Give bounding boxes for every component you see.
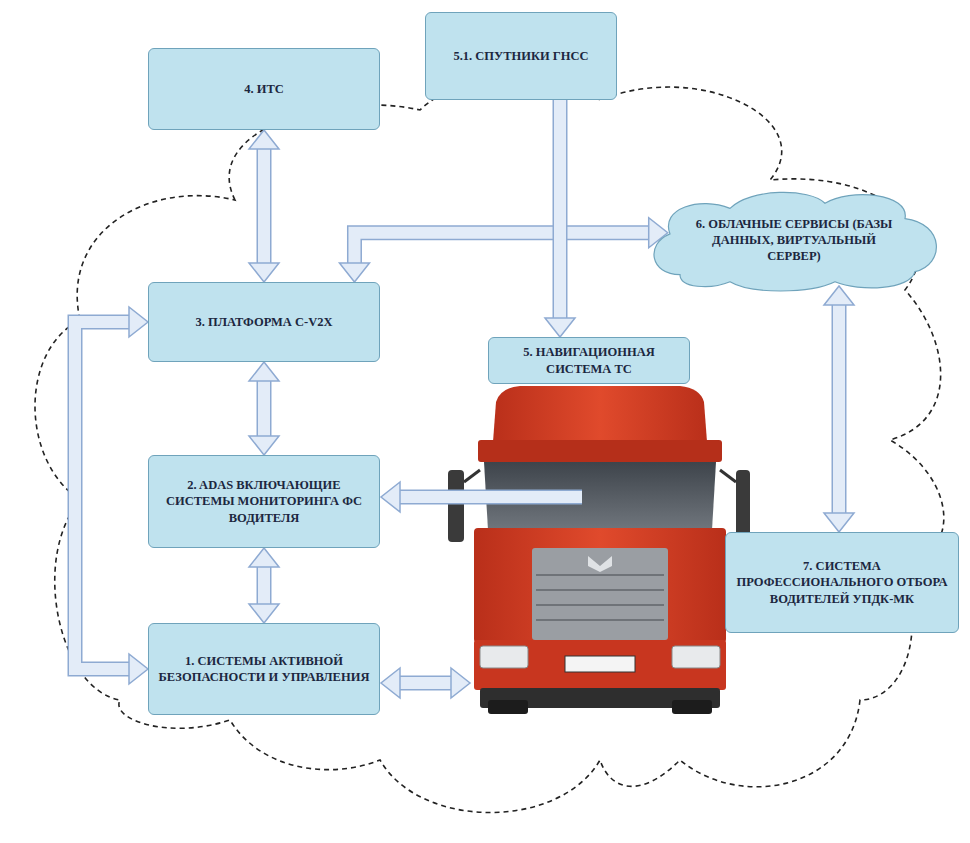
arrow-head <box>545 318 575 337</box>
dashed-outline <box>35 79 944 813</box>
arrow-shaft <box>258 380 270 437</box>
active-safety-box: 1. СИСТЕМЫ АКТИВНОЙ БЕЗОПАСНОСТИ И УПРАВ… <box>148 623 380 715</box>
arrow-shaft <box>399 676 452 691</box>
adas-box: 2. ADAS ВКЛЮЧАЮЩИЕ СИСТЕМЫ МОНИТОРИНГА Ф… <box>148 455 380 548</box>
arrow-shaft <box>258 566 270 605</box>
arrow-shaft <box>257 148 272 264</box>
headlight <box>672 646 720 668</box>
arrow-shaft <box>258 148 270 264</box>
its-box: 4. ИТС <box>148 48 380 130</box>
arrow-head <box>249 130 279 149</box>
arrow-head <box>249 604 279 623</box>
arrow-shaft <box>354 233 649 264</box>
arrow-head <box>451 668 470 698</box>
cab-top <box>478 440 722 462</box>
arrow-head <box>824 286 854 305</box>
platform-box: 3. ПЛАТФОРМА C-V2X <box>148 282 380 362</box>
license-plate <box>565 656 635 672</box>
arrow-head <box>249 436 279 455</box>
driver-selection-box: 7. СИСТЕМА ПРОФЕССИОНАЛЬНОГО ОТБОРА ВОДИ… <box>725 532 959 633</box>
arrow-shaft <box>399 677 452 689</box>
node-label: 4. ИТС <box>236 81 292 97</box>
connector-arrow <box>249 548 279 623</box>
connector-arrow <box>545 100 575 337</box>
arrow-shaft <box>257 380 272 437</box>
logo <box>588 556 612 572</box>
arrow-shaft <box>832 304 847 514</box>
wheel <box>672 700 712 714</box>
arrow-shaft <box>75 322 130 669</box>
node-label: 5. НАВИГАЦИОННАЯ СИСТЕМА ТС <box>489 344 689 377</box>
arrow-head <box>129 307 148 337</box>
cloud-services: 6. ОБЛАЧНЫЕ СЕРВИСЫ (БАЗЫ ДАННЫХ, ВИРТУА… <box>640 188 948 292</box>
grille <box>532 548 668 640</box>
connector-arrow <box>824 286 854 532</box>
arrow-head <box>381 482 400 512</box>
node-label: 3. ПЛАТФОРМА C-V2X <box>188 314 341 330</box>
arrow-shaft <box>257 566 272 605</box>
mirror <box>448 470 464 542</box>
cloud-outline <box>654 192 936 291</box>
node-label: 1. СИСТЕМЫ АКТИВНОЙ БЕЗОПАСНОСТИ И УПРАВ… <box>149 653 379 686</box>
connector-arrow <box>249 362 279 455</box>
node-label: 5.1. СПУТНИКИ ГНСС <box>445 48 596 64</box>
navigation-box: 5. НАВИГАЦИОННАЯ СИСТЕМА ТС <box>488 337 690 384</box>
satellites-box: 5.1. СПУТНИКИ ГНСС <box>425 12 617 100</box>
arrow-head <box>381 668 400 698</box>
arrow-head <box>129 654 148 684</box>
wheel <box>488 700 528 714</box>
connector-arrow <box>249 130 279 282</box>
node-label: 7. СИСТЕМА ПРОФЕССИОНАЛЬНОГО ОТБОРА ВОДИ… <box>726 558 958 607</box>
node-label: 2. ADAS ВКЛЮЧАЮЩИЕ СИСТЕМЫ МОНИТОРИНГА Ф… <box>149 477 379 526</box>
arrow-head <box>249 548 279 567</box>
arrow-shaft <box>553 100 568 319</box>
cab-body <box>474 528 726 643</box>
grille-bars <box>536 575 664 620</box>
headlight <box>480 646 528 668</box>
arrow-head <box>249 362 279 381</box>
arrow-shaft <box>399 490 582 505</box>
arrow-shaft <box>833 304 845 514</box>
arrow-head <box>824 513 854 532</box>
arrow-shaft <box>354 233 649 264</box>
connector-arrow <box>75 307 148 684</box>
node-label: 6. ОБЛАЧНЫЕ СЕРВИСЫ (БАЗЫ ДАННЫХ, ВИРТУА… <box>678 216 910 265</box>
bumper <box>474 640 726 690</box>
connector-arrow <box>339 218 667 282</box>
arrow-shaft <box>75 322 130 669</box>
arrow-shaft <box>554 100 566 319</box>
arrow-shaft <box>399 491 582 503</box>
mirror-arm <box>720 470 736 482</box>
arrow-head <box>339 263 369 282</box>
arrow-head <box>249 263 279 282</box>
mirror-arm <box>464 470 480 482</box>
